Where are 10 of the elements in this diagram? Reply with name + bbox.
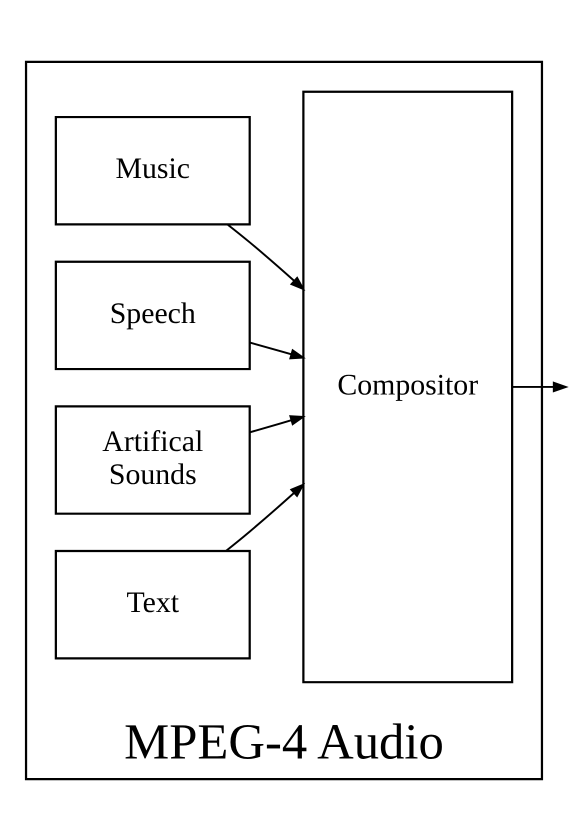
node-box: Text bbox=[54, 549, 251, 659]
node-box: Music bbox=[54, 115, 251, 226]
arrow bbox=[226, 482, 306, 551]
arrow bbox=[250, 341, 306, 359]
node-box: Compositor bbox=[302, 90, 514, 683]
arrow bbox=[512, 380, 569, 392]
arrow bbox=[227, 223, 306, 290]
arrow bbox=[250, 414, 306, 433]
node-box: Artifical Sounds bbox=[54, 404, 251, 514]
node-box: Speech bbox=[54, 260, 251, 370]
